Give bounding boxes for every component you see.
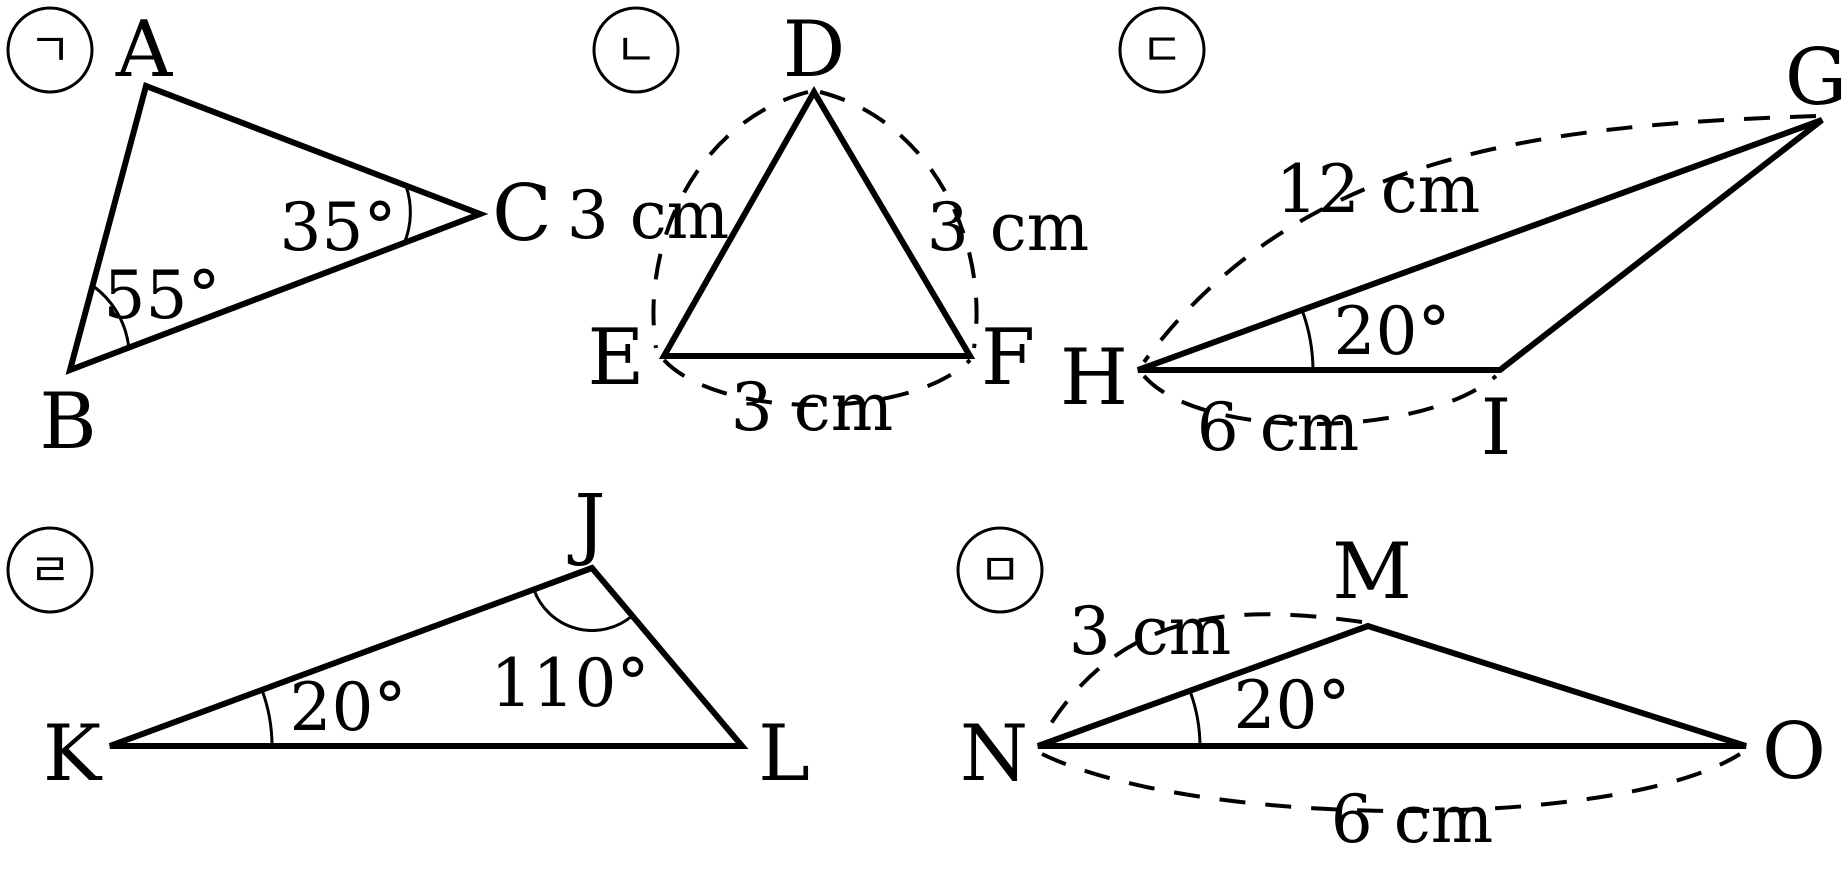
figure-2-marker: ㄴ bbox=[615, 23, 657, 77]
triangle-mno bbox=[1036, 622, 1747, 749]
vertex-d-label: D bbox=[783, 5, 846, 95]
angle-k-arc bbox=[260, 689, 274, 747]
vertex-b-label: B bbox=[39, 377, 96, 467]
figure-1-marker-circle bbox=[6, 6, 94, 94]
mn-length-label: 3 cm bbox=[1069, 593, 1232, 670]
vertex-f-label: F bbox=[981, 313, 1035, 403]
figure-2: ㄴ D E F 3 cm 3 cm 3 cm bbox=[567, 5, 1090, 446]
angle-b-label: 55° bbox=[104, 257, 221, 334]
angle-j-label: 110° bbox=[491, 645, 650, 722]
angle-n-arc bbox=[1188, 690, 1202, 747]
vertex-c-label: C bbox=[492, 169, 552, 259]
gh-length-dashed-arc bbox=[1142, 114, 1817, 364]
figure-4: ㄹ J K L 20° 110° bbox=[6, 479, 810, 799]
angle-b-arc bbox=[91, 284, 131, 346]
figure-5-marker: ㅁ bbox=[979, 543, 1021, 597]
vertex-i-label: I bbox=[1481, 383, 1512, 473]
angle-n-label: 20° bbox=[1234, 667, 1351, 744]
vertex-a-label: A bbox=[115, 5, 174, 95]
vertex-l-label: L bbox=[758, 709, 810, 799]
no-length-label: 6 cm bbox=[1331, 781, 1494, 858]
vertex-e-label: E bbox=[588, 313, 645, 403]
vertex-k-label: K bbox=[43, 709, 103, 799]
figure-2-marker-circle bbox=[592, 6, 680, 94]
vertex-o-label: O bbox=[1762, 707, 1826, 797]
no-length-dashed-arc bbox=[1041, 752, 1742, 813]
angle-c-arc bbox=[403, 184, 412, 244]
angle-c-label: 35° bbox=[280, 189, 397, 266]
ef-length-label: 3 cm bbox=[731, 369, 894, 446]
triangle-def bbox=[658, 86, 976, 359]
hi-length-label: 6 cm bbox=[1197, 389, 1360, 466]
vertex-g-label: G bbox=[1785, 33, 1847, 123]
hi-length-dashed-arc bbox=[1142, 374, 1498, 426]
vertex-m-label: M bbox=[1332, 527, 1412, 617]
figure-1-marker: ㄱ bbox=[29, 23, 71, 77]
vertex-n-label: N bbox=[960, 709, 1028, 799]
angle-h-label: 20° bbox=[1334, 293, 1451, 370]
figure-3-marker: ㄷ bbox=[1141, 23, 1183, 77]
angle-k-label: 20° bbox=[290, 669, 407, 746]
figure-5: ㅁ M N O 3 cm 6 cm 20° bbox=[956, 526, 1826, 858]
vertex-h-label: H bbox=[1060, 333, 1128, 423]
figure-4-marker: ㄹ bbox=[29, 543, 71, 597]
angle-h-arc bbox=[1300, 309, 1315, 371]
de-length-label: 3 cm bbox=[567, 177, 730, 254]
mn-length-dashed-arc bbox=[1040, 612, 1363, 740]
gh-length-label: 12 cm bbox=[1276, 151, 1481, 228]
figure-3: ㄷ G H I 12 cm 6 cm 20° bbox=[1060, 6, 1847, 473]
triangle-ghi bbox=[1136, 117, 1824, 373]
df-length-dashed-arc bbox=[819, 90, 979, 349]
ef-length-dashed-arc bbox=[662, 358, 972, 407]
vertex-j-label: J bbox=[567, 479, 605, 569]
figure-3-marker-circle bbox=[1118, 6, 1206, 94]
figure-4-marker-circle bbox=[6, 526, 94, 614]
figure-5-marker-circle bbox=[956, 526, 1044, 614]
angle-j-arc bbox=[532, 589, 633, 632]
triangle-abc bbox=[65, 82, 489, 375]
de-length-dashed-arc bbox=[651, 90, 809, 349]
figure-1: ㄱ A B C 55° 35° bbox=[6, 5, 552, 467]
df-length-label: 3 cm bbox=[927, 189, 1090, 266]
triangle-jkl bbox=[108, 564, 749, 749]
